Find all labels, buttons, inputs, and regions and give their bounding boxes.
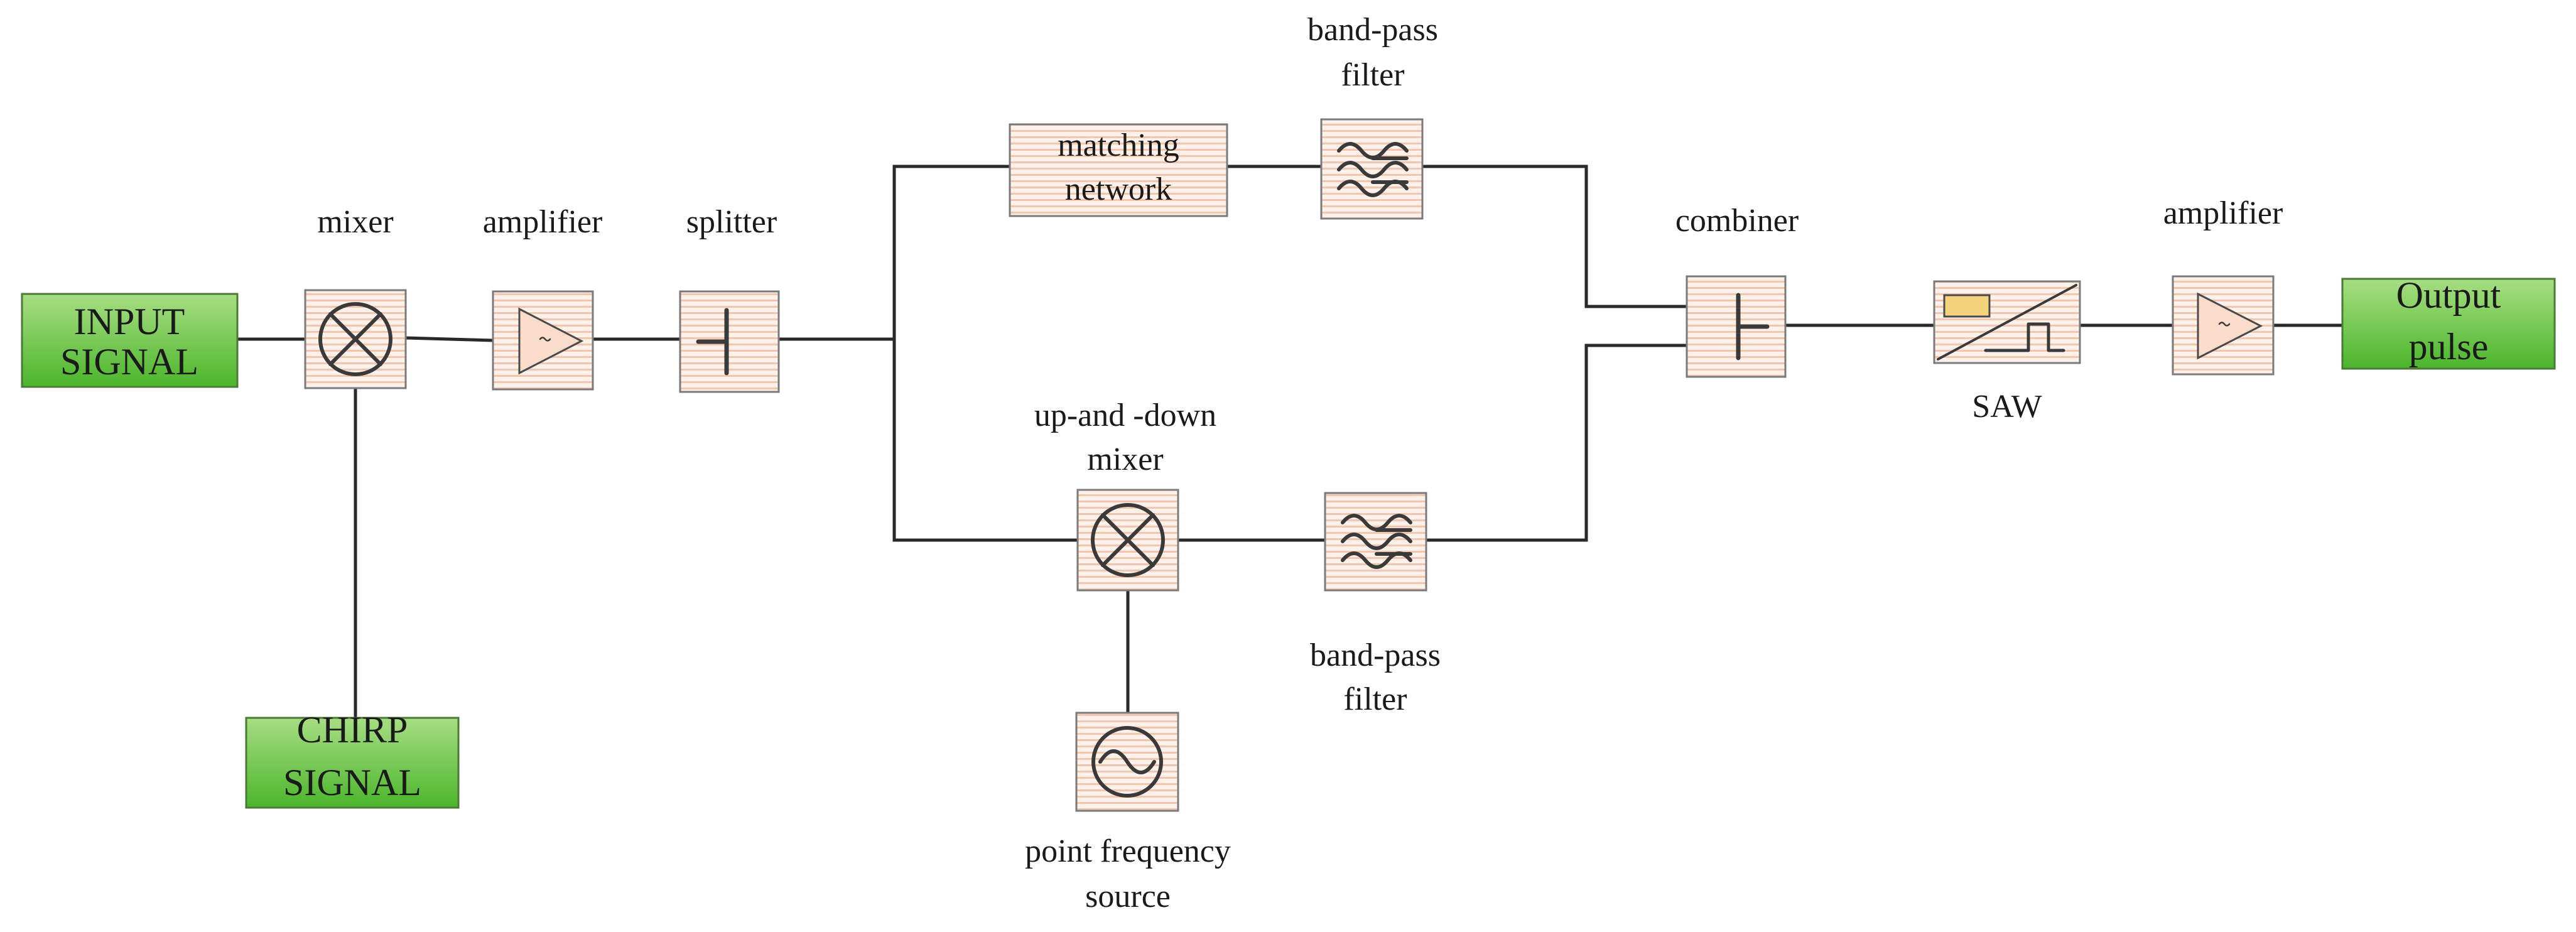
chirp-signal-block: CHIRP SIGNAL [245, 709, 460, 809]
amplifier-2-label: amplifier [2163, 195, 2283, 231]
point-source-label-line2: source [1085, 879, 1171, 914]
splitter-block: splitter [679, 204, 780, 393]
input-signal-label-line1: INPUT [74, 301, 185, 342]
up-down-mixer-label-line1: up-and -down [1034, 398, 1216, 433]
matching-network-label-line1: matching [1058, 127, 1179, 163]
bandpass-filter-wave-icon [1337, 142, 1409, 197]
bandpass-top-label-line2: filter [1341, 57, 1404, 93]
amplifier-triangle-icon [518, 307, 584, 375]
mixer-x-circle-icon [1091, 503, 1165, 577]
splitter-icon [696, 308, 729, 376]
combiner-block: combiner [1675, 203, 1799, 378]
bandpass-filter-top-block: band-pass filter [1307, 12, 1438, 220]
amplifier-1-label: amplifier [483, 204, 603, 240]
bandpass-top-label-line1: band-pass [1307, 12, 1438, 48]
saw-block: SAW [1933, 280, 2081, 425]
saw-pulse-icon [1937, 284, 2077, 360]
mixer-x-circle-icon [318, 302, 392, 376]
output-pulse-label-line1: Output [2396, 274, 2501, 316]
amplifier-2-block: amplifier [2163, 195, 2283, 376]
chirp-signal-label-line1: CHIRP [297, 709, 408, 750]
point-frequency-source-block: point frequency source [1025, 712, 1231, 914]
amplifier-triangle-icon [2197, 292, 2263, 360]
mixer-label: mixer [317, 204, 393, 240]
bandpass-filter-wave-icon [1341, 514, 1412, 569]
amplifier-1-block: amplifier [483, 204, 603, 391]
connection-wires [237, 165, 2342, 718]
input-signal-label-line2: SIGNAL [60, 341, 198, 382]
bandpass-bottom-label-line1: band-pass [1310, 637, 1441, 673]
splitter-label: splitter [686, 204, 777, 240]
matching-network-label-line2: network [1065, 171, 1172, 207]
combiner-icon [1736, 293, 1770, 360]
saw-label: SAW [1972, 389, 2042, 425]
input-signal-block: INPUT SIGNAL [21, 293, 239, 388]
bandpass-filter-bottom-block: band-pass filter [1310, 492, 1441, 717]
output-pulse-block: Output pulse [2341, 274, 2556, 370]
output-pulse-label-line2: pulse [2409, 326, 2489, 367]
sine-source-icon [1091, 726, 1163, 798]
mixer-block: mixer [304, 204, 407, 389]
point-source-label-line1: point frequency [1025, 833, 1231, 869]
bandpass-bottom-label-line2: filter [1343, 681, 1407, 717]
up-down-mixer-block: up-and -down mixer [1034, 398, 1216, 592]
matching-network-block: matching network [1009, 123, 1228, 217]
chirp-signal-label-line2: SIGNAL [283, 762, 421, 803]
up-down-mixer-label-line2: mixer [1087, 442, 1163, 477]
combiner-label: combiner [1675, 203, 1799, 239]
